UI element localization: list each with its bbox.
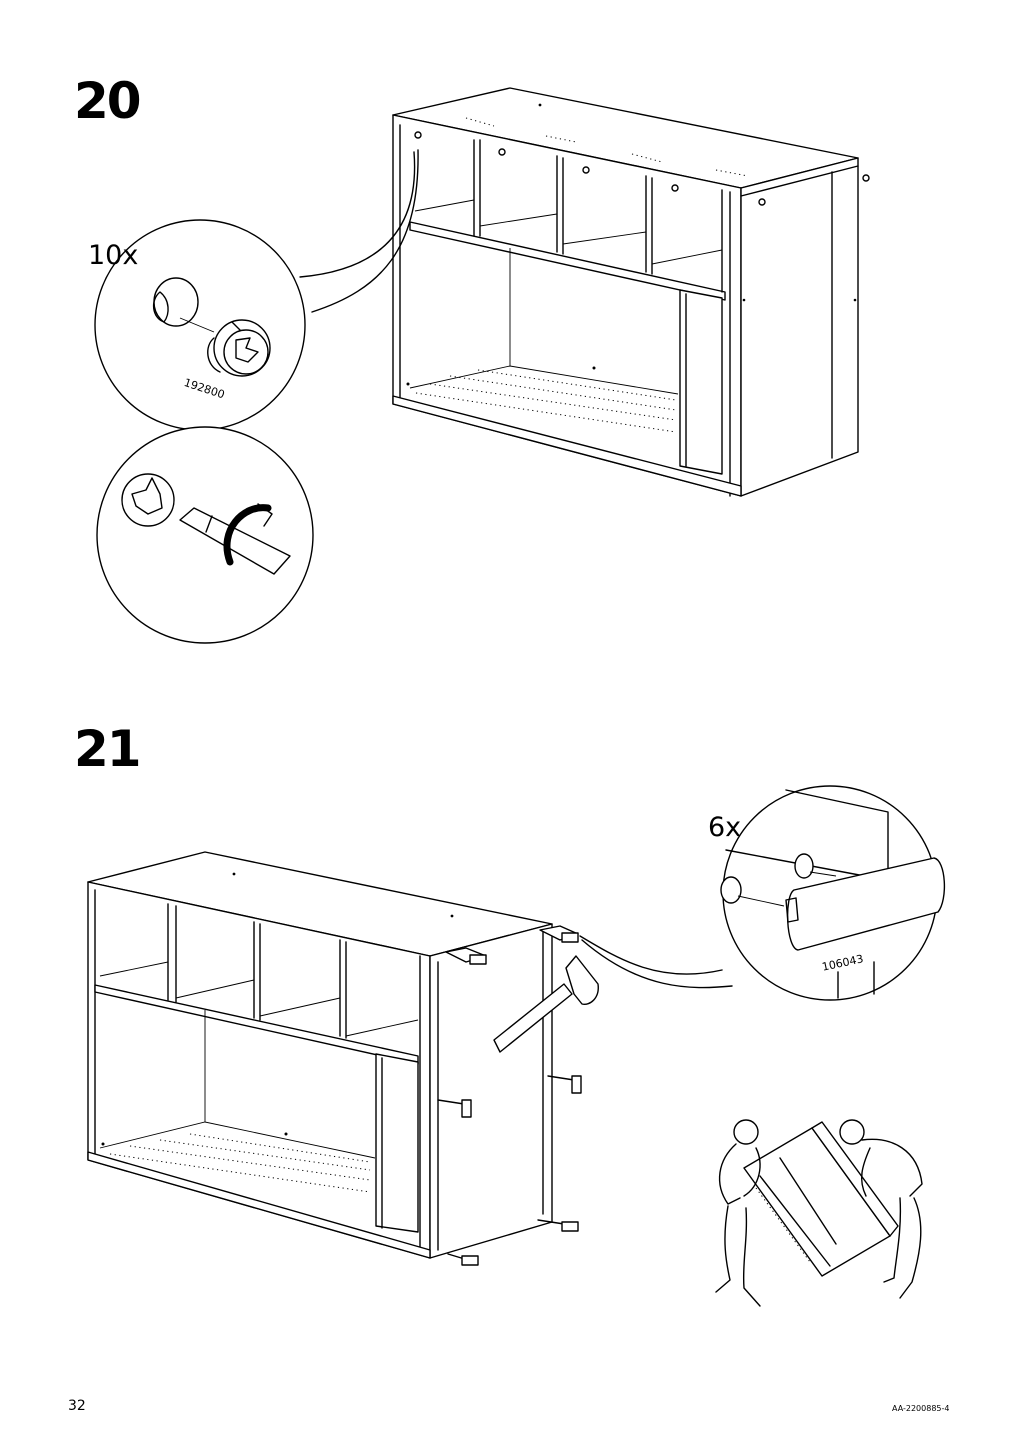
step-20-quantity: 10x: [88, 240, 139, 271]
step-21-zoom-dowel: [720, 785, 946, 1001]
step-21-number: 21: [74, 720, 142, 778]
step-20-illustration: [94, 87, 870, 644]
step-21-cabinet: [87, 851, 733, 1266]
page-number: 32: [68, 1398, 86, 1414]
step-20-zoom-screwdriver: [96, 426, 314, 644]
step-21-quantity: 6x: [708, 812, 742, 843]
document-id: AA-2200885-4: [892, 1404, 950, 1413]
step-21-people-lifting-cabinet: [715, 1119, 923, 1307]
step-20-cabinet: [299, 87, 870, 497]
step-21-hammer: [493, 955, 599, 1053]
step-21-dowels: [437, 925, 582, 1266]
step-20-zoom-cam-lock: [94, 219, 306, 431]
step-20-number: 20: [74, 72, 142, 130]
